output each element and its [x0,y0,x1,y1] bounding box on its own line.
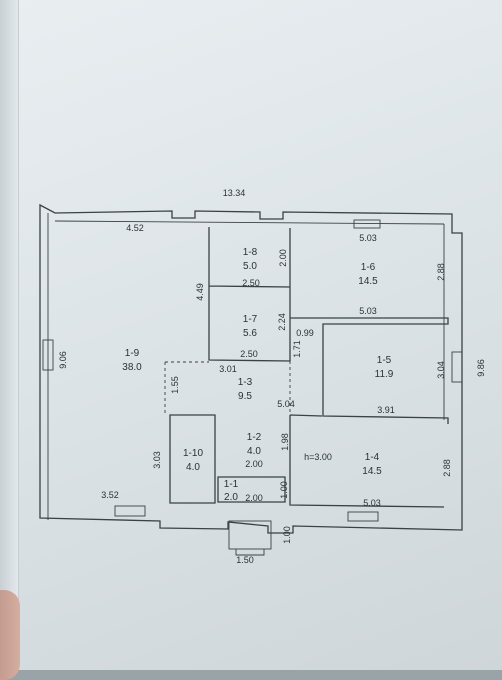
window-north [353,219,381,229]
dim-1-00-right: 1.00 [279,481,289,499]
dim-2-00-low: 2.00 [245,493,263,503]
dim-2-00-mid: 2.00 [245,459,263,469]
window-south-left [114,505,146,517]
dim-4-49: 4.49 [195,283,205,301]
left-height: 9.06 [58,351,68,369]
dim-3-01: 3.01 [219,364,237,374]
dim-2-88-bottom: 2.88 [442,459,452,477]
dim-2-88-top: 2.88 [436,263,446,281]
room-1-8-area: 5.0 [243,261,257,272]
top-width: 13.34 [223,188,246,198]
room-1-3-id: 1-3 [238,377,253,388]
dim-5-03-bottom: 5.03 [363,498,381,508]
dim-2-00-room8: 2.00 [278,249,288,267]
room-1-1-id: 1-1 [224,479,239,490]
dim-1-00-porch: 1.00 [282,526,292,544]
room-1-5-id: 1-5 [377,355,392,366]
dim-3-04: 3.04 [436,361,446,379]
dim-5-03-top: 5.03 [359,233,377,243]
dim-5-03-mid: 5.03 [359,306,377,316]
ceiling-height: h=3.00 [304,452,332,462]
dim-2-50-top: 2.50 [242,278,260,288]
room-1-7-id: 1-7 [243,314,258,325]
dim-3-03: 3.03 [152,451,162,469]
dim-2-24: 2.24 [277,313,287,331]
open-passage [164,361,291,415]
room-1-9-area: 38.0 [122,362,142,373]
room-1-3-area: 9.5 [238,391,252,402]
room-1-7-area: 5.6 [243,328,257,339]
dim-2-50-bottom: 2.50 [240,349,258,359]
room-1-2-area: 4.0 [247,446,261,457]
room-1-6-area: 14.5 [358,276,378,287]
interior-walls [169,227,449,508]
dim-1-71: 1.71 [292,340,302,358]
window-south-right [347,511,379,522]
room-1-9-id: 1-9 [125,348,140,359]
dim-1-55: 1.55 [170,376,180,394]
finger [0,590,20,680]
dim-5-04: 5.04 [277,399,295,409]
dim-3-52: 3.52 [101,490,119,500]
dim-1-50: 1.50 [236,555,254,565]
room-1-8-id: 1-8 [243,247,258,258]
dim-4-52: 4.52 [126,223,144,233]
inner-outline [47,213,445,520]
room-1-5-area: 11.9 [375,369,394,380]
room-1-4-area: 14.5 [362,466,382,477]
room-1-10-id: 1-10 [183,448,203,459]
paper-edge [0,0,19,670]
dim-3-91: 3.91 [377,405,395,415]
dim-1-98: 1.98 [280,433,290,451]
room-1-6-id: 1-6 [361,262,376,273]
room-1-4-id: 1-4 [365,452,380,463]
right-height: 9.86 [476,359,486,377]
porch-steps [235,549,265,556]
porch [228,520,272,550]
dim-0-99: 0.99 [296,328,314,338]
room-1-10-area: 4.0 [186,462,200,473]
room-1-1-area: 2.0 [224,492,238,503]
window-east [451,351,463,383]
window-west [42,339,54,371]
room-1-2-id: 1-2 [247,432,262,443]
